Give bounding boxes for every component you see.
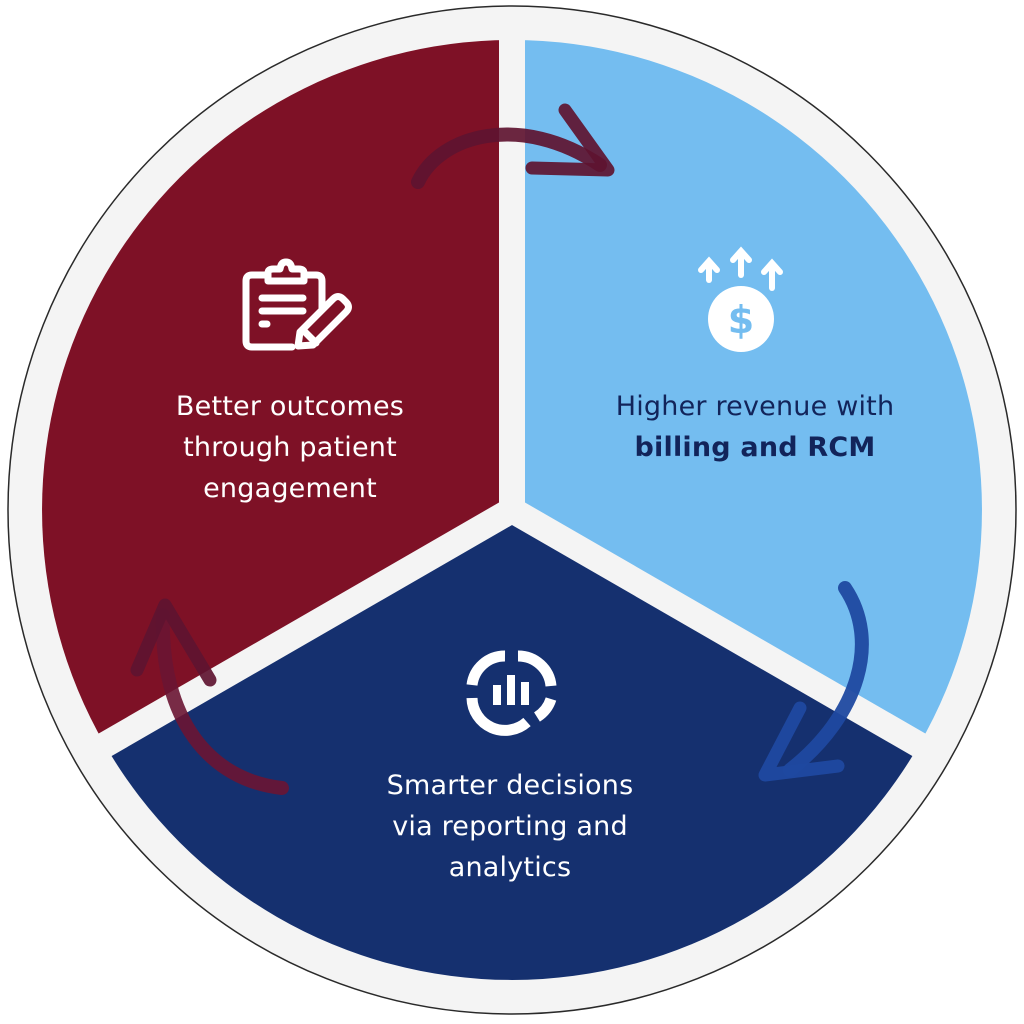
label-line: Higher revenue with [615, 391, 895, 422]
label-line: Better outcomes [175, 391, 405, 422]
arrow-reporting-to-patient [130, 598, 289, 795]
label-line: through patient [183, 432, 397, 463]
label-line: Smarter decisions [386, 770, 634, 801]
segment-reporting-analytics [105, 510, 919, 980]
analytics-donut-chart-icon [466, 650, 557, 736]
segment-label-reporting-analytics: Smarter decisions via reporting and anal… [355, 765, 665, 888]
label-line: analytics [448, 852, 572, 883]
arrow-patient-to-billing [411, 103, 615, 189]
segment-label-billing-rcm: Higher revenue with billing and RCM [595, 386, 915, 468]
dollar-coin-arrows-up-icon: $ [698, 246, 783, 352]
clipboard-pencil-icon [242, 258, 352, 351]
label-line: via reporting and [392, 811, 628, 842]
svg-text:$: $ [728, 298, 754, 342]
arrow-billing-to-reporting [758, 581, 869, 782]
label-line: engagement [203, 473, 377, 504]
segment-label-patient-engagement: Better outcomes through patient engageme… [140, 386, 440, 509]
label-line: billing and RCM [634, 432, 876, 463]
